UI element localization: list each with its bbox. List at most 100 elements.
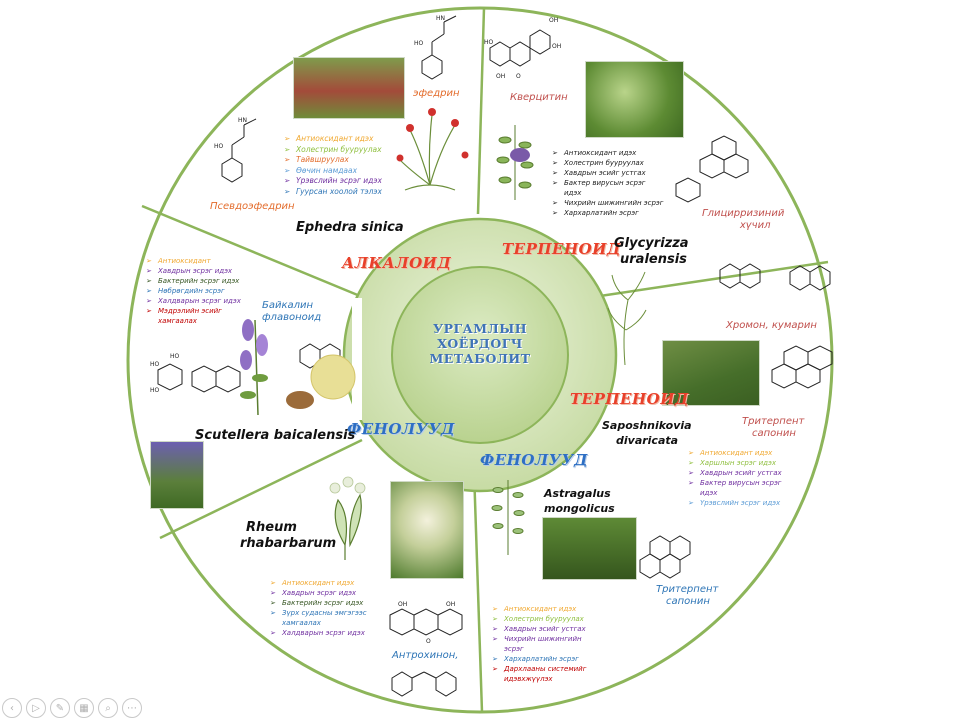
svg-text:O: O (426, 638, 431, 645)
effect-item: ➢Нөбрөгдийн эсрэг (146, 287, 225, 295)
play-icon[interactable]: ▷ (26, 698, 46, 718)
effect-item: идэх (564, 189, 582, 197)
effect-item: ➢Үрэвслийн эсрэг идэх (688, 499, 781, 507)
effect-item: ➢Чихрийн шижингийн эсрэг (552, 199, 664, 207)
anthraquinone-label: Антрохинон, (392, 650, 459, 661)
svg-text:OH: OH (496, 73, 505, 80)
baicalin-label: Байкалин флавоноид (262, 300, 322, 323)
glycyrrhiza-plant-name: Glycyrizza uralensis (614, 236, 689, 267)
effect-item: ➢Бактер вирусын эсрэг (552, 179, 646, 187)
effect-item: ➢Чихрийн шижингийн (492, 635, 582, 643)
pseudoephedrine-label: Псевдоэфедрин (210, 201, 295, 212)
scutellaria-drawing (240, 319, 268, 416)
astragalus-drawing (491, 480, 525, 555)
svg-text:HO: HO (150, 387, 160, 394)
effect-item: ➢Холестрин бууруулах (284, 144, 382, 154)
class-phenol-left: ФЕНОЛУУД (347, 420, 455, 438)
effect-item: ➢Холестрин бууруулах (552, 159, 644, 167)
bullet-arrow-icon: ➢ (688, 479, 694, 487)
bullet-arrow-icon: ➢ (688, 469, 694, 477)
ephedra-photo (293, 57, 405, 119)
svg-text:OH: OH (552, 43, 561, 50)
effect-item: идэвхжүүлэх (504, 675, 553, 683)
center-line-3: МЕТАБОЛИТ (429, 351, 531, 366)
effect-item: ➢Бактерийн эсрэг идэх (146, 277, 240, 285)
center-line-2: ХОЁРДОГЧ (437, 336, 523, 351)
slideshow-toolbar: ‹▷✎▦⌕⋯ (2, 697, 142, 719)
bullet-arrow-icon: ➢ (146, 297, 152, 305)
bullet-arrow-icon: ➢ (284, 134, 291, 143)
section-dividers (141, 7, 829, 713)
center-core (391, 266, 569, 444)
svg-text:HO: HO (150, 361, 160, 368)
effect-item: ➢Хавдрын эсийг устгах (492, 625, 586, 633)
effect-item: ➢Халдварын эсрэг идэх (270, 629, 365, 637)
svg-text:HO: HO (484, 39, 494, 46)
ephedrine-label: эфедрин (413, 88, 460, 99)
bullet-arrow-icon: ➢ (270, 609, 276, 617)
bullet-arrow-icon: ➢ (492, 605, 498, 613)
svg-text:HO: HO (214, 143, 224, 150)
slides-icon[interactable]: ▦ (74, 698, 94, 718)
svg-text:HN: HN (238, 117, 247, 124)
effect-item: хамгаалах (282, 619, 321, 627)
center-line-1: УРГАМЛЫН (432, 321, 528, 336)
svg-text:OH: OH (398, 601, 407, 608)
effect-item: ➢Зүрх судасны эмгэгээс (270, 609, 367, 617)
bullet-arrow-icon: ➢ (492, 655, 498, 663)
bullet-arrow-icon: ➢ (270, 629, 276, 637)
scutellaria-effects: ➢Антиоксидант ➢Хавдрын эсрэг идэх ➢Бактери… (146, 256, 241, 326)
root-pieces (286, 391, 314, 409)
svg-text:HO: HO (170, 353, 180, 360)
effect-item: ➢Антиоксидант идэх (552, 149, 637, 157)
zoom-icon[interactable]: ⌕ (98, 698, 118, 718)
glycyrrhiza-drawing (496, 125, 534, 200)
bullet-arrow-icon: ➢ (552, 209, 558, 217)
ephedra-drawing (399, 114, 456, 191)
effect-item: идэх (700, 489, 718, 497)
bullet-arrow-icon: ➢ (284, 144, 291, 154)
triterpene-saponin-label-right: Тритерпент сапонин (742, 416, 805, 439)
bullet-arrow-icon: ➢ (284, 155, 291, 164)
prev-icon[interactable]: ‹ (2, 698, 22, 718)
class-alkaloid: АЛКАЛОИД (342, 254, 452, 272)
svg-text:HN: HN (436, 15, 445, 22)
bullet-arrow-icon: ➢ (270, 579, 276, 587)
effect-item: ➢Мэдрэлийн эсийг (146, 307, 222, 315)
bullet-arrow-icon: ➢ (284, 186, 291, 196)
ephedra-plant-name: Ephedra sinica (296, 220, 404, 235)
glycyrrhizic-acid-label: Глицирризиний хүчил (702, 208, 785, 231)
effect-item: ➢Гуурсан хоолой тэлэх (284, 186, 382, 196)
saposhnikovia-photo (662, 340, 760, 406)
bullet-arrow-icon: ➢ (270, 599, 276, 607)
quercetin-label: Кверцитин (510, 92, 568, 103)
rheum-photo (390, 481, 464, 579)
effect-item: ➢Антиоксидант идэх (270, 579, 355, 587)
scutellaria-photo (150, 441, 204, 509)
bullet-arrow-icon: ➢ (492, 635, 498, 643)
bullet-arrow-icon: ➢ (146, 267, 152, 275)
effect-item: ➢Хавдрын эсрэг идэх (146, 267, 233, 275)
pen-icon[interactable]: ✎ (50, 698, 70, 718)
bullet-arrow-icon: ➢ (552, 159, 558, 167)
effect-item: ➢Антиоксидант (146, 257, 211, 265)
bullet-arrow-icon: ➢ (284, 165, 291, 175)
effect-item: ➢Антиоксидант идэх (688, 449, 773, 457)
triterpene-saponin-label-bottom: Тритерпент сапонин (656, 584, 719, 607)
bullet-arrow-icon: ➢ (146, 287, 152, 295)
effect-item: эсрэг (504, 645, 524, 653)
effect-item: ➢Антиоксидант идэх (284, 134, 374, 143)
bullet-arrow-icon: ➢ (146, 277, 152, 285)
svg-text:OH: OH (549, 17, 558, 24)
bullet-arrow-icon: ➢ (146, 257, 152, 265)
saposhnikovia-drawing (607, 271, 647, 366)
effect-item: ➢Хавдрын эсийг устгах (552, 169, 646, 177)
ephedra-effects: ➢Антиоксидант идэх➢Холестрин бууруулах➢Т… (284, 134, 382, 197)
saposhnikovia-plant-name: Saposhnikovia divaricata (602, 419, 692, 447)
bullet-arrow-icon: ➢ (688, 459, 694, 467)
bullet-arrow-icon: ➢ (688, 449, 694, 457)
bullet-arrow-icon: ➢ (146, 307, 152, 315)
effect-item: ➢Хархарлатийн эсрэг (552, 209, 639, 217)
more-icon[interactable]: ⋯ (122, 698, 142, 718)
